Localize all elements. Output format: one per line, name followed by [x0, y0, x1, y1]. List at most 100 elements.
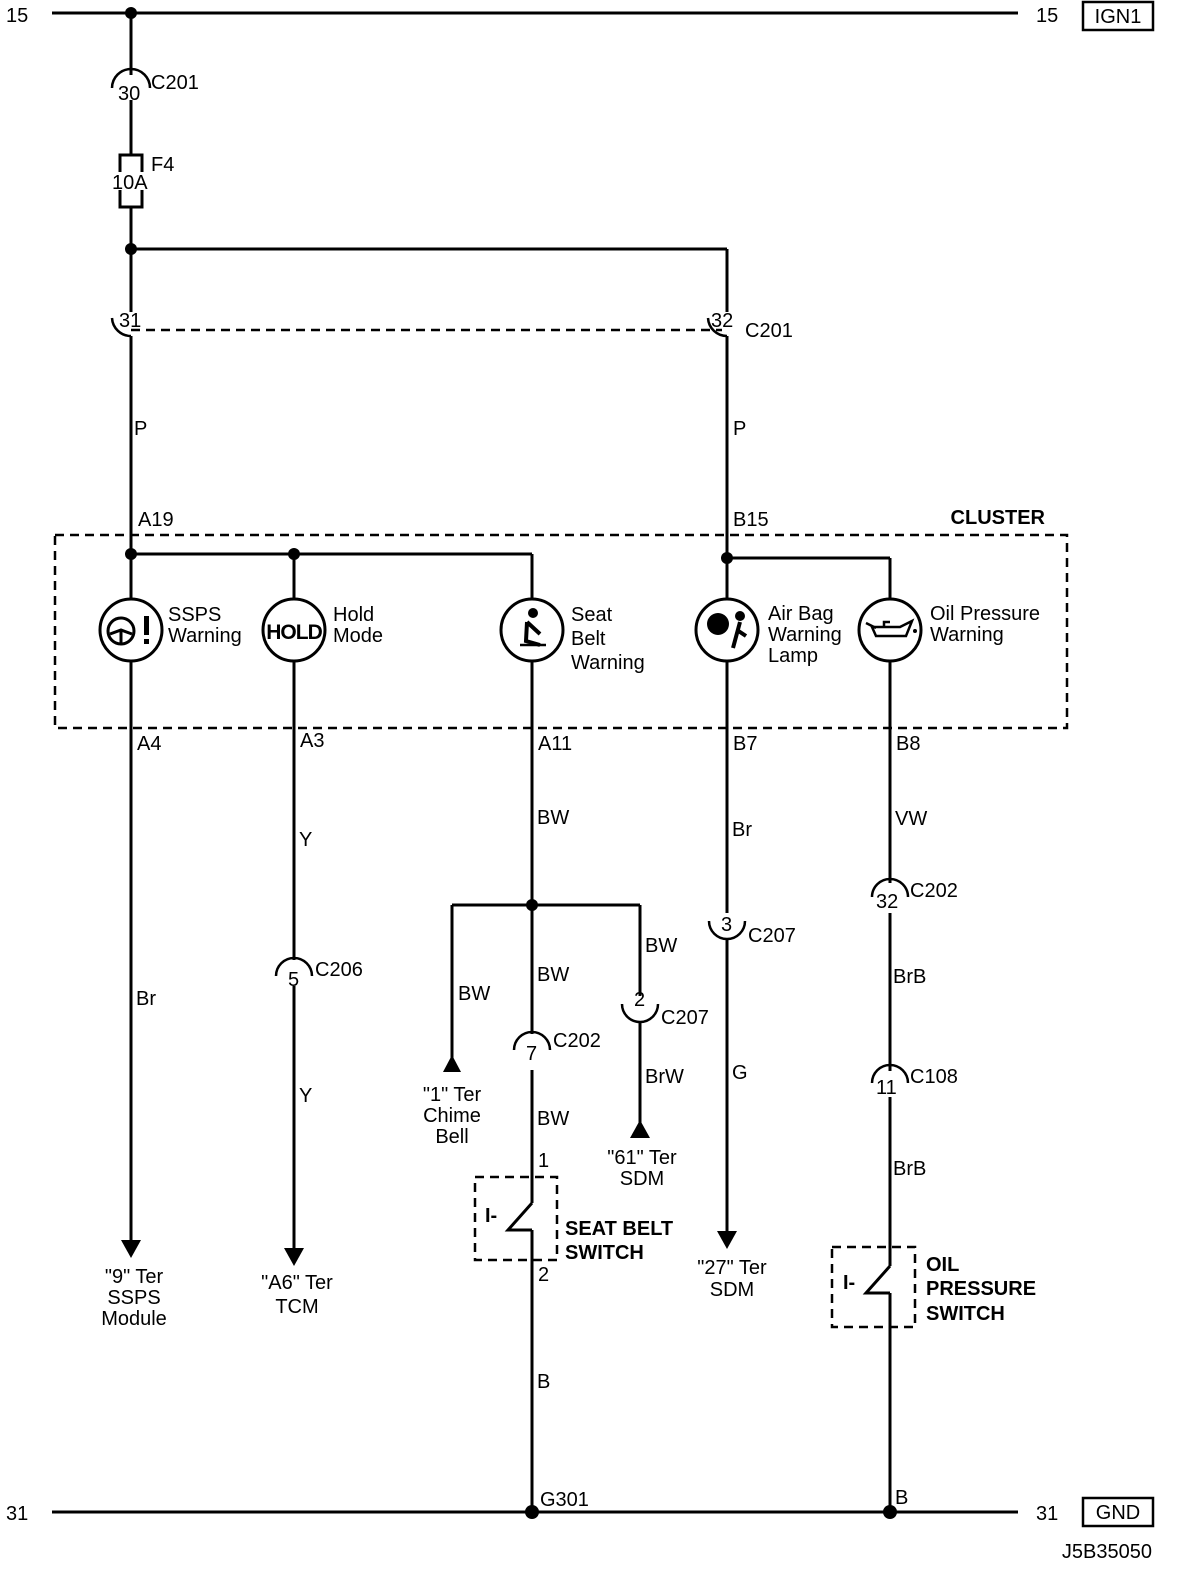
sdm27-dest-2: SDM: [710, 1279, 754, 1301]
wire-p-right: P: [733, 418, 746, 440]
gnd-tag: GND: [1096, 1502, 1140, 1524]
seat-belt-switch: 1 2 I- SEAT BELT SWITCH: [473, 1150, 673, 1512]
tcm-dest-2: TCM: [275, 1296, 318, 1318]
tcm-circuit: Y 5 C206 Y "A6" Ter TCM: [261, 728, 363, 1318]
wire-brw: BrW: [645, 1066, 684, 1088]
c202-sb-label: C202: [553, 1030, 601, 1052]
seat-label-3: Warning: [571, 652, 645, 674]
oil-switch-label-2: PRESSURE: [926, 1278, 1036, 1300]
seat-belt-circuit: BW BW "1" Ter Chime Bell BW 2 C207 BrW "…: [423, 728, 709, 1512]
sdm27-dest-1: "27" Ter: [697, 1257, 767, 1279]
sb-pin-2: 2: [538, 1264, 549, 1286]
c201-top-pin: 30: [118, 83, 140, 105]
oil-pressure-warning-lamp: Oil Pressure Warning: [857, 597, 1040, 663]
oil-pressure-circuit: VW 32 C202 BrB 11 C108 BrB I- OIL PRESSU…: [830, 728, 1036, 1512]
sdm61-dest-1: "61" Ter: [607, 1147, 677, 1169]
oil-label-2: Warning: [930, 624, 1004, 646]
wire-brb1: BrB: [893, 966, 926, 988]
sb-contact: I-: [485, 1205, 497, 1227]
c108-label: C108: [910, 1066, 958, 1088]
c201-right-pin: 32: [711, 310, 733, 332]
wire-y2: Y: [299, 1085, 312, 1107]
tcm-dest-1: "A6" Ter: [261, 1272, 333, 1294]
chime-dest-2: Chime: [423, 1105, 481, 1127]
ssps-warning-lamp: SSPS Warning: [98, 597, 242, 663]
c201-mid: 31 32 C201 P P: [110, 310, 793, 558]
wire-br-air: Br: [732, 819, 752, 841]
rail-bottom-left-num: 31: [6, 1503, 28, 1525]
hold-label-2: Mode: [333, 625, 383, 647]
air-bag-circuit: Br 3 C207 G "27" Ter SDM: [697, 728, 796, 1301]
fuse-f4: 10A F4: [112, 153, 174, 249]
wire-vw: VW: [895, 808, 927, 830]
hold-icon: HOLD: [266, 621, 322, 644]
sdm61-dest-2: SDM: [620, 1168, 664, 1190]
oil-switch-label-1: OIL: [926, 1254, 959, 1276]
c206-label: C206: [315, 959, 363, 981]
air-bag-warning-lamp: Air Bag Warning Lamp: [694, 597, 842, 667]
pin-a11: A11: [538, 733, 572, 755]
chime-dest-3: Bell: [435, 1126, 468, 1148]
ssps-dest-2: SSPS: [107, 1287, 160, 1309]
pin-a4: A4: [137, 733, 161, 755]
fuse-rating: 10A: [112, 172, 148, 194]
wire-bw-c202: BW: [537, 964, 569, 986]
seat-belt-person-icon: [520, 608, 546, 647]
c207-air-pin: 3: [721, 914, 732, 936]
c202-oil-pin: 32: [876, 891, 898, 913]
ssps-dest-3: Module: [101, 1308, 167, 1330]
ssps-circuit: Br "9" Ter SSPS Module: [101, 728, 167, 1330]
wire-b-sw: B: [537, 1371, 550, 1393]
air-label-2: Warning: [768, 624, 842, 646]
oil-contact: I-: [843, 1272, 855, 1294]
wire-br-ssps: Br: [136, 988, 156, 1010]
c201-left-pin: 31: [119, 310, 141, 332]
gnd-rail: G301 B 31 31 GND: [6, 1487, 1155, 1528]
pin-a3: A3: [300, 730, 324, 752]
pin-a19: A19: [138, 509, 174, 531]
ssps-label-1: SSPS: [168, 604, 221, 626]
airbag-person-icon: [707, 611, 748, 649]
c207-air-label: C207: [748, 925, 796, 947]
sb-switch-label-2: SWITCH: [565, 1242, 644, 1264]
pin-b15: B15: [733, 509, 769, 531]
oil-pressure-switch: I- OIL PRESSURE SWITCH: [830, 1245, 1036, 1512]
cluster: CLUSTER A19 B15 SSPS Warning: [53, 507, 1069, 755]
wire-bw-c207: BW: [645, 935, 677, 957]
chime-dest-1: "1" Ter: [423, 1084, 482, 1106]
ground-g301: G301: [540, 1489, 589, 1511]
wire-brb2: BrB: [893, 1158, 926, 1180]
wire-bw-chime: BW: [458, 983, 490, 1005]
air-label-1: Air Bag: [768, 603, 834, 625]
pin-b7: B7: [733, 733, 757, 755]
oil-label-1: Oil Pressure: [930, 603, 1040, 625]
steering-wheel-icon: [106, 616, 149, 646]
pin-b8: B8: [896, 733, 920, 755]
c201-mid-label: C201: [745, 320, 793, 342]
oil-switch-label-3: SWITCH: [926, 1303, 1005, 1325]
hold-mode-lamp: HOLD Hold Mode: [261, 597, 383, 663]
ign1-tag: IGN1: [1095, 6, 1142, 28]
wire-y1: Y: [299, 829, 312, 851]
oil-can-icon: [865, 618, 917, 638]
feed-trunk: 30 C201 10A F4: [110, 13, 729, 312]
c207-chime-pin: 2: [634, 989, 645, 1011]
seat-label-1: Seat: [571, 604, 613, 626]
c202-sb-pin: 7: [526, 1043, 537, 1065]
wire-bw-sw: BW: [537, 1108, 569, 1130]
rail-top-right-num: 15: [1036, 5, 1058, 27]
ssps-label-2: Warning: [168, 625, 242, 647]
air-label-3: Lamp: [768, 645, 818, 667]
ssps-dest-1: "9" Ter: [105, 1266, 164, 1288]
c108-pin: 11: [876, 1077, 897, 1099]
document-id: J5B35050: [1062, 1541, 1152, 1563]
c201-top-label: C201: [151, 72, 199, 94]
cluster-label: CLUSTER: [951, 507, 1046, 529]
c207-chime-label: C207: [661, 1007, 709, 1029]
sb-pin-1: 1: [538, 1150, 549, 1172]
c206-pin: 5: [288, 969, 299, 991]
seat-label-2: Belt: [571, 628, 606, 650]
fuse-name: F4: [151, 154, 174, 176]
rail-top-left-num: 15: [6, 5, 28, 27]
